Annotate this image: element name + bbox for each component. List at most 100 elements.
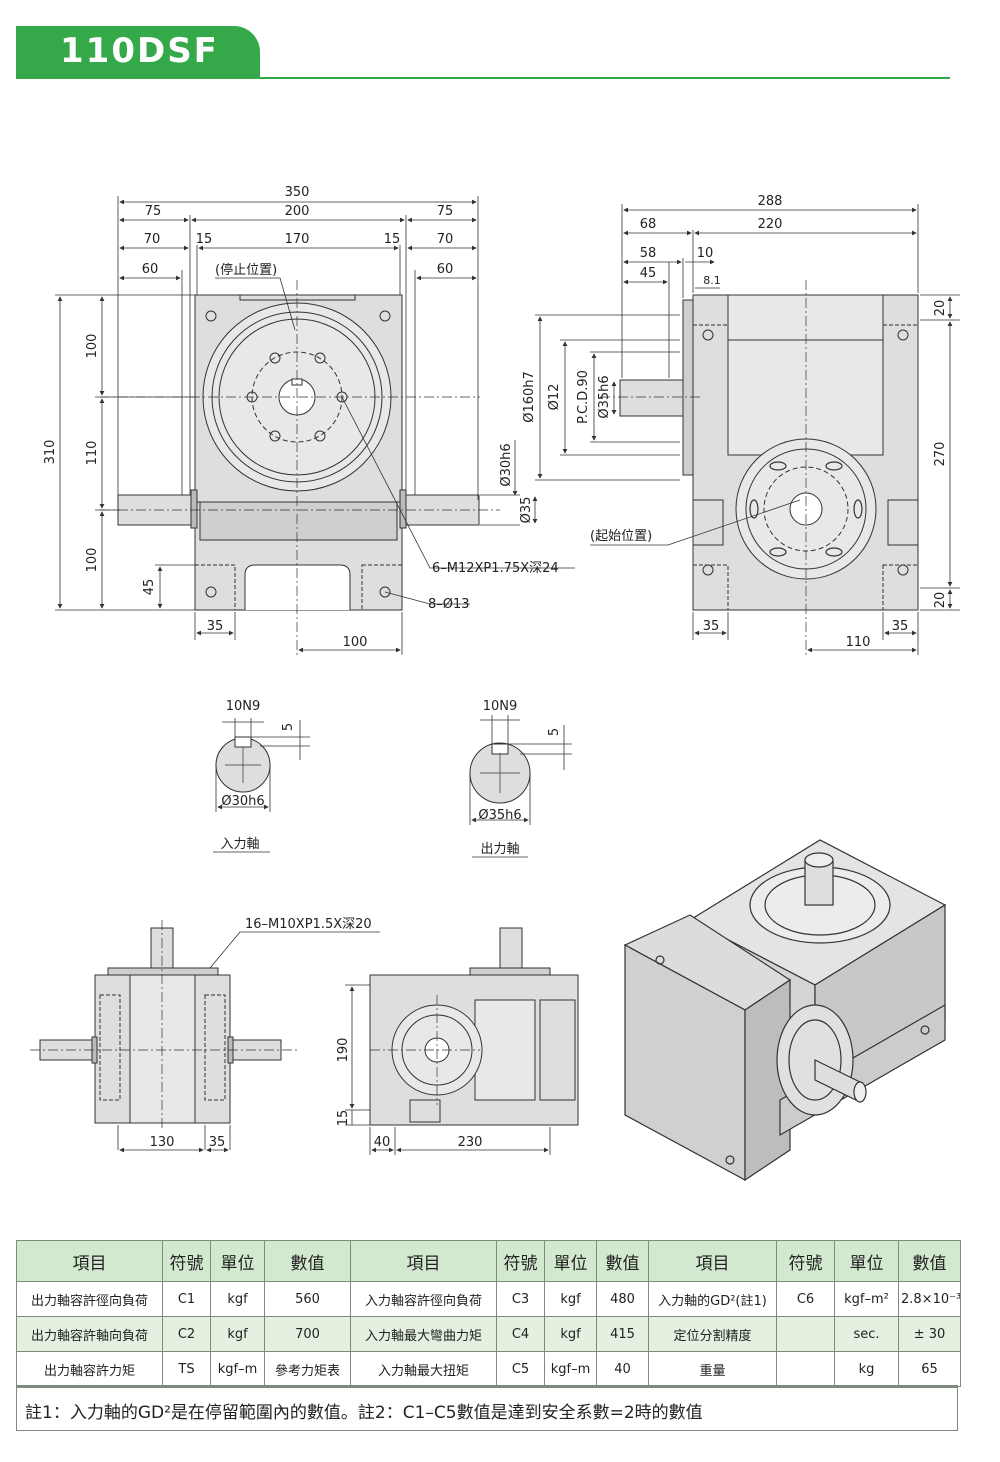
dim-front-170: 170 bbox=[285, 232, 310, 247]
header-unit: 單位 bbox=[210, 1240, 265, 1282]
dim-shaft-30h6: Ø30h6 bbox=[499, 443, 514, 486]
side-view bbox=[600, 280, 919, 655]
dim-front-70b: 70 bbox=[437, 232, 454, 247]
table-cell: 出力軸容許軸向負荷 bbox=[16, 1316, 163, 1352]
header-item: 項目 bbox=[350, 1240, 497, 1282]
model-title: 110DSF bbox=[60, 31, 219, 71]
table-cell: 出力軸容許力矩 bbox=[16, 1351, 163, 1387]
table-cell: kgf bbox=[544, 1281, 597, 1317]
table-cell: kgf bbox=[210, 1316, 265, 1352]
output-key-depth: 5 bbox=[547, 728, 562, 736]
dim-front-70a: 70 bbox=[144, 232, 161, 247]
table-cell: C3 bbox=[496, 1281, 545, 1317]
table-cell: kg bbox=[834, 1351, 899, 1387]
table-cell: C6 bbox=[776, 1281, 835, 1317]
table-cell: ± 30 bbox=[898, 1316, 961, 1352]
dim-side-160h7: Ø160h7 bbox=[522, 371, 537, 423]
header-value: 數值 bbox=[264, 1240, 351, 1282]
dim-front-100a: 100 bbox=[85, 334, 100, 359]
dim-bottom-40: 40 bbox=[374, 1135, 391, 1150]
dim-top-35: 35 bbox=[209, 1135, 226, 1150]
header-unit: 單位 bbox=[834, 1240, 899, 1282]
dim-shaft-35: Ø35 bbox=[519, 497, 534, 524]
dim-side-pcd90: P.C.D.90 bbox=[576, 370, 591, 424]
table-cell: 700 bbox=[264, 1316, 351, 1352]
spec-table: 項目 符號 單位 數值 項目 符號 單位 數值 項目 符號 單位 數值 出力軸容… bbox=[16, 1240, 961, 1387]
dim-side-12: Ø12 bbox=[547, 384, 562, 411]
dim-front-60a: 60 bbox=[142, 262, 159, 277]
table-cell: kgf–m² bbox=[834, 1281, 899, 1317]
table-cell: 65 bbox=[898, 1351, 961, 1387]
dim-side-35h6: Ø35h6 bbox=[597, 375, 612, 418]
dim-front-350: 350 bbox=[285, 185, 310, 200]
table-cell: 定位分割精度 bbox=[648, 1316, 777, 1352]
table-cell bbox=[776, 1351, 835, 1387]
header-symbol: 符號 bbox=[776, 1240, 835, 1282]
dim-front-45: 45 bbox=[142, 579, 157, 596]
dim-front-15a: 15 bbox=[196, 232, 213, 247]
dim-front-100c: 100 bbox=[343, 635, 368, 650]
table-row: 出力軸容許徑向負荷 C1 kgf 560 入力軸容許徑向負荷 C3 kgf 48… bbox=[16, 1281, 961, 1317]
dim-front-75b: 75 bbox=[437, 204, 454, 219]
input-key-width: 10N9 bbox=[226, 699, 261, 714]
table-cell: 入力軸最大扭矩 bbox=[350, 1351, 497, 1387]
callout-top-thread: 16–M10XP1.5X深20 bbox=[245, 917, 372, 932]
table-cell: 2.8×10⁻³ bbox=[898, 1281, 961, 1317]
dim-front-60b: 60 bbox=[437, 262, 454, 277]
input-key-depth: 5 bbox=[281, 723, 296, 731]
dim-bottom-15: 15 bbox=[336, 1110, 351, 1127]
output-key-width: 10N9 bbox=[483, 699, 518, 714]
dim-side-20a: 20 bbox=[933, 300, 948, 317]
dim-bottom-190: 190 bbox=[336, 1038, 351, 1063]
top-view bbox=[30, 920, 380, 1153]
front-view bbox=[100, 280, 500, 655]
dim-side-68: 68 bbox=[640, 217, 657, 232]
dim-side-288: 288 bbox=[758, 194, 783, 209]
header-divider bbox=[16, 77, 950, 79]
table-cell: 560 bbox=[264, 1281, 351, 1317]
input-shaft-caption: 入力軸 bbox=[220, 837, 259, 852]
header-symbol: 符號 bbox=[162, 1240, 211, 1282]
table-cell: 415 bbox=[596, 1316, 649, 1352]
table-cell: 入力軸最大彎曲力矩 bbox=[350, 1316, 497, 1352]
table-cell: TS bbox=[162, 1351, 211, 1387]
table-cell: 入力軸容許徑向負荷 bbox=[350, 1281, 497, 1317]
dim-front-100b: 100 bbox=[85, 548, 100, 573]
table-cell: 重量 bbox=[648, 1351, 777, 1387]
table-cell: 480 bbox=[596, 1281, 649, 1317]
dim-front-15b: 15 bbox=[384, 232, 401, 247]
table-cell: kgf–m bbox=[544, 1351, 597, 1387]
dim-side-35b: 35 bbox=[892, 619, 909, 634]
output-shaft-section bbox=[469, 715, 572, 858]
header-symbol: 符號 bbox=[496, 1240, 545, 1282]
dim-side-8-1: 8.1 bbox=[703, 274, 721, 287]
output-shaft-caption: 出力軸 bbox=[480, 842, 519, 857]
dim-side-110: 110 bbox=[846, 635, 871, 650]
dim-side-35a: 35 bbox=[703, 619, 720, 634]
callout-holes: 8–Ø13 bbox=[428, 597, 470, 612]
dim-side-45: 45 bbox=[640, 266, 657, 281]
header-unit: 單位 bbox=[544, 1240, 597, 1282]
table-cell: 入力軸的GD²(註1) bbox=[648, 1281, 777, 1317]
input-shaft-dia: Ø30h6 bbox=[221, 794, 264, 809]
table-cell: kgf bbox=[210, 1281, 265, 1317]
header-item: 項目 bbox=[16, 1240, 163, 1282]
bottom-view bbox=[345, 927, 579, 1155]
isometric-view bbox=[623, 839, 947, 1182]
dim-front-75a: 75 bbox=[145, 204, 162, 219]
dim-side-10: 10 bbox=[697, 246, 714, 261]
dim-front-310: 310 bbox=[43, 440, 58, 465]
dim-top-130: 130 bbox=[150, 1135, 175, 1150]
table-row: 出力軸容許軸向負荷 C2 kgf 700 入力軸最大彎曲力矩 C4 kgf 41… bbox=[16, 1316, 961, 1352]
table-note: 註1：入力軸的GD²是在停留範圍內的數值。註2：C1–C5數值是達到安全系數=2… bbox=[16, 1385, 958, 1431]
dim-bottom-230: 230 bbox=[458, 1135, 483, 1150]
table-cell: C2 bbox=[162, 1316, 211, 1352]
table-cell: 40 bbox=[596, 1351, 649, 1387]
table-cell bbox=[776, 1316, 835, 1352]
table-header-row: 項目 符號 單位 數值 項目 符號 單位 數值 項目 符號 單位 數值 bbox=[16, 1240, 961, 1282]
dim-side-270: 270 bbox=[933, 442, 948, 467]
header-item: 項目 bbox=[648, 1240, 777, 1282]
dim-side-58: 58 bbox=[640, 246, 657, 261]
table-row: 出力軸容許力矩 TS kgf–m 參考力矩表 入力軸最大扭矩 C5 kgf–m … bbox=[16, 1351, 961, 1387]
